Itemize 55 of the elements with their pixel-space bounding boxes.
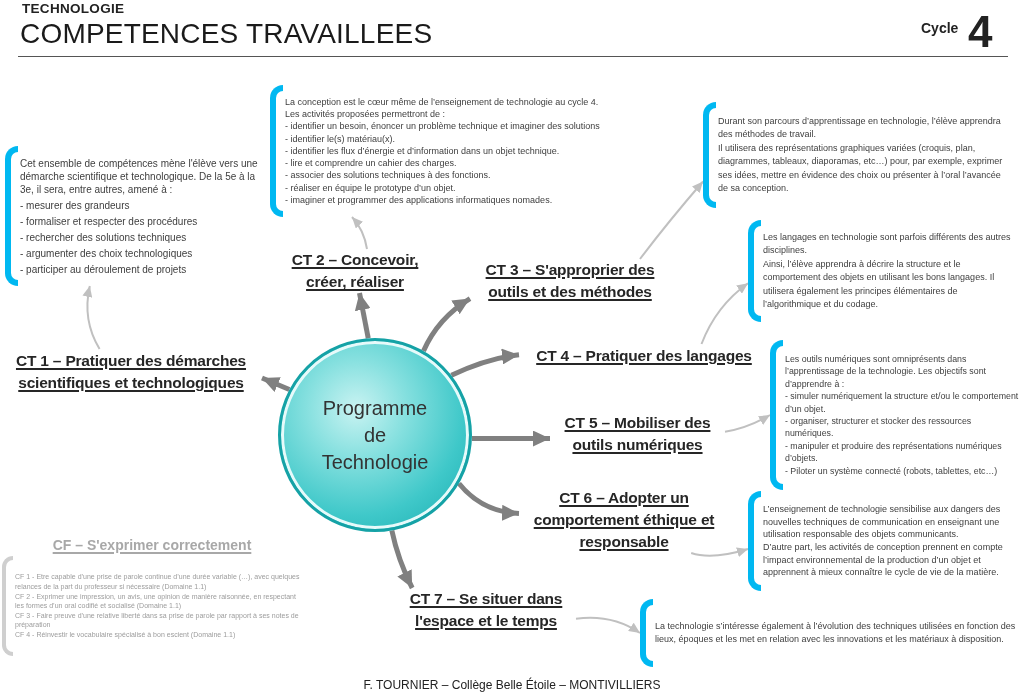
competence-title: CT 3 – S'approprier des outils et des méthodes	[484, 260, 656, 302]
note-text: Les outils numériques sont omniprésents dans l’apprentissage de la technologie. Les objectifs sont d’apprendre à :	[785, 352, 987, 391]
note-text: - associer des solutions techniques à des fonctions.	[285, 169, 492, 182]
competence-title: CT 7 – Se situer dans l'espace et le temps	[408, 589, 564, 631]
arrow	[457, 481, 520, 521]
note-text: L’enseignement de technologie sensibilise aux dangers des nouvelles techniques de communication en enseignant une utilisation responsable des objets communicants.	[763, 503, 1002, 541]
note-text: - mesurer des grandeurs	[20, 198, 131, 212]
arrow	[575, 616, 641, 634]
note-text: - argumenter des choix technologiques	[20, 246, 194, 260]
note-text: - rechercher des solutions techniques	[20, 230, 188, 244]
note-text: - imaginer et programmer des applications informatiques nomades.	[285, 193, 554, 206]
note-text: - simuler numériquement la structure et/ou le comportement d’un objet.	[785, 390, 1020, 415]
note-text: La conception est le cœur même de l’enseignement de technologie au cycle 4.	[285, 96, 600, 109]
note-text: Les langages en technologie sont parfois différents des autres disciplines.	[763, 230, 1012, 257]
note-text: Cet ensemble de compétences mène l'élève vers une démarche scientifique et technologique. De la 5e à la 3e, il sera, entre autres, amené à :	[20, 156, 259, 196]
section-heading: CF – S'exprimer correctement	[52, 536, 252, 554]
footer-credit: F. TOURNIER – Collège Belle Étoile – MONTIVILLIERS	[363, 679, 661, 693]
note-text: - lire et comprendre un cahier des charges.	[285, 157, 458, 170]
arrow	[450, 348, 520, 378]
arrow	[724, 414, 771, 433]
note-text: - identifier le(s) matériau(x).	[285, 132, 397, 145]
note-text: - formaliser et respecter des procédures	[20, 214, 199, 228]
cycle-label: Cycle	[921, 20, 959, 37]
arrow	[471, 430, 550, 447]
note-text: La technologie s’intéresse également à l’évolution des techniques utilisées en fonction des lieux, époques et les met en relation avec les innovations et les matériaux à disposition.	[655, 620, 1017, 646]
arrow	[690, 547, 749, 557]
page-title: COMPETENCES TRAVAILLEES	[20, 17, 433, 51]
arrow	[421, 296, 472, 353]
note-text: - identifier les flux d’énergie et d’information dans un objet technique.	[285, 144, 561, 158]
arrow	[354, 292, 371, 339]
competence-title: CT 1 – Pratiquer des démarches scientifiques et technologiques	[14, 351, 247, 393]
note-text: - participer au déroulement de projets	[20, 262, 188, 276]
subject-label: TECHNOLOGIE	[22, 1, 125, 17]
note-text: - identifier un besoin, énoncer un problème technique et imaginer des solutions	[285, 120, 601, 133]
note-text: - organiser, structurer et stocker des ressources numériques.	[785, 415, 973, 440]
note-text: - réaliser en équipe le prototype d’un objet.	[285, 181, 457, 194]
arrow	[389, 530, 415, 590]
note-text: Il utilisera des représentations graphiques variées (croquis, plan, diagrammes, tableaux, diaporamas, etc…) pour, par exemple, exprimer ses idées, mettre en évidence des choix ou présenter à l’oral l’avancée de sa conception.	[718, 141, 1004, 195]
competence-title: CT 2 – Concevoir, créer, réaliser	[290, 250, 420, 292]
arrow	[261, 375, 291, 392]
competence-title: CT 5 – Mobiliser des outils numériques	[563, 413, 712, 455]
note-text: - Piloter un système connecté (robots, tablettes, etc…)	[785, 464, 999, 478]
note-text: Durant son parcours d’apprentissage en technologie, l’élève apprendra des méthodes de travail.	[718, 114, 1002, 141]
note-text: D’autre part, les activités de conception prennent en compte l’impact environnemental de la production d’un objet et apprennent à mieux connaître le cycle de vie de la matière.	[763, 541, 1004, 579]
note-text: Ainsi, l’élève apprendra à décrire la structure et le comportement des objets en utilisant les bons langages. Il utilisera également les principes élémentaires de l’algorithmique et du codage.	[763, 257, 996, 311]
note-text: Les activités proposées permettront de :	[285, 108, 447, 121]
arrow	[82, 285, 101, 350]
hub-label: Programme de Technologie	[320, 395, 430, 475]
arrow	[639, 180, 704, 260]
arrow	[351, 216, 368, 250]
competence-title: CT 4 – Pratiquer des langages	[536, 346, 752, 366]
arrow	[700, 282, 749, 345]
competence-title: CT 6 – Adopter un comportement éthique et responsable	[532, 488, 716, 552]
cycle-number: 4	[968, 7, 993, 58]
note-text: - manipuler et produire des représentations numériques d’objets.	[785, 439, 1003, 465]
